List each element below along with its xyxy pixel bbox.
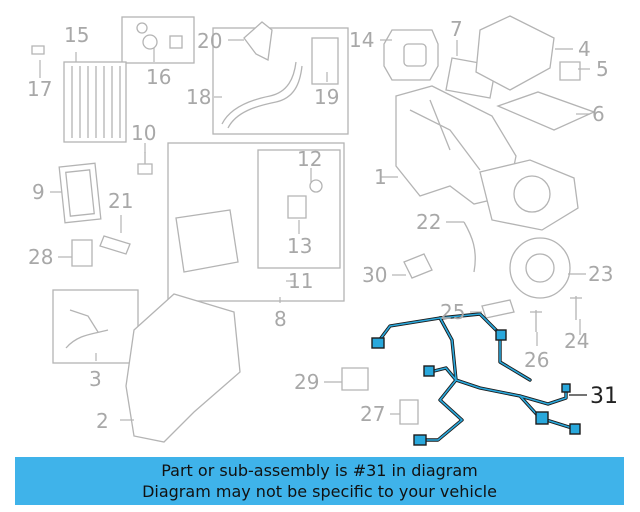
harness-connector-a [371,337,385,349]
callout-21: 21 [108,189,133,213]
harness-connector-f [561,383,571,393]
callout-10: 10 [131,121,156,145]
bolt-24-part [570,296,582,320]
group-box-3 [52,289,139,364]
callout-15: 15 [64,23,89,47]
wiring-harness-31-part [371,312,581,446]
valve-20-part [243,21,273,61]
harness-connector-d [413,434,427,446]
hvac-case-1-detail [409,99,481,171]
drain-hose-22-part [463,221,476,273]
valve-16c-part [169,35,183,49]
leader-lines [39,39,590,421]
callout-19: 19 [314,85,339,109]
heater-core-part [63,61,127,143]
callout-5: 5 [596,57,609,81]
valve-16b-part [142,34,158,50]
lower-case-2-part [125,293,241,443]
actuator-27-part [399,399,419,425]
valve-16a-part [136,22,148,34]
callout-6: 6 [592,102,605,126]
callout-23: 23 [588,262,613,286]
harness-connector-g [569,423,581,435]
parts-diagram: 1 2 3 4 5 6 7 8 9 10 11 12 13 14 15 16 1… [27,15,618,446]
duct-3-part [65,309,109,349]
sensor-21-part [99,235,131,255]
filter-9-inner [65,169,95,217]
callout-28: 28 [28,245,53,269]
housing-4-part [475,15,555,91]
info-banner: Part or sub-assembly is #31 in diagram D… [15,457,624,505]
callout-17: 17 [27,77,52,101]
hose-18-part-b [227,65,303,129]
callout-22: 22 [416,210,441,234]
callout-labels: 1 2 3 4 5 6 7 8 9 10 11 12 13 14 15 16 1… [27,17,618,433]
harness-connector-e [535,411,549,425]
callout-14: 14 [349,28,374,52]
hose-18-part [221,61,297,125]
callout-13: 13 [287,234,312,258]
callout-3: 3 [89,367,102,391]
callout-4: 4 [578,37,591,61]
callout-1: 1 [374,165,387,189]
callout-9: 9 [32,180,45,204]
callout-26: 26 [524,348,549,372]
callout-20: 20 [197,29,222,53]
actuator-5-part [559,61,581,81]
banner-line-2: Diagram may not be specific to your vehi… [142,482,497,501]
group-box-8 [167,142,345,302]
connector-17-part [31,45,45,55]
callout-12: 12 [297,147,322,171]
callout-25: 25 [440,300,465,324]
blower-housing-wheel [513,175,551,213]
callout-29: 29 [294,370,319,394]
callout-2: 2 [96,409,109,433]
callout-30: 30 [362,263,387,287]
actuator-29-part [341,367,369,391]
callout-11: 11 [288,269,313,293]
callout-16: 16 [146,65,171,89]
bolt-26-part [530,310,542,332]
group-box-16 [121,16,195,64]
harness-connector-c [423,365,435,377]
callout-24: 24 [564,329,589,353]
callout-7: 7 [450,17,463,41]
banner-line-1: Part or sub-assembly is #31 in diagram [161,461,478,480]
callout-27: 27 [360,402,385,426]
callout-8: 8 [274,307,287,331]
bracket-28-part [71,239,93,267]
group-box-11 [257,149,341,269]
valve-13-part [287,195,307,219]
valve-19-part [311,37,339,85]
clip-25-part [481,299,515,319]
sensor-12-part [309,179,323,193]
callout-31: 31 [590,384,618,409]
callout-18: 18 [186,85,211,109]
sensor-30-part [403,253,433,279]
group-box-18-19 [212,27,349,135]
evaporator-8-part [175,209,239,273]
gasket-14-inner [403,43,427,67]
harness-connector-b [495,329,507,341]
sensor-10-part [137,152,153,175]
blower-motor-23-hub [525,253,555,283]
cabin-filter-6-part [496,91,596,131]
